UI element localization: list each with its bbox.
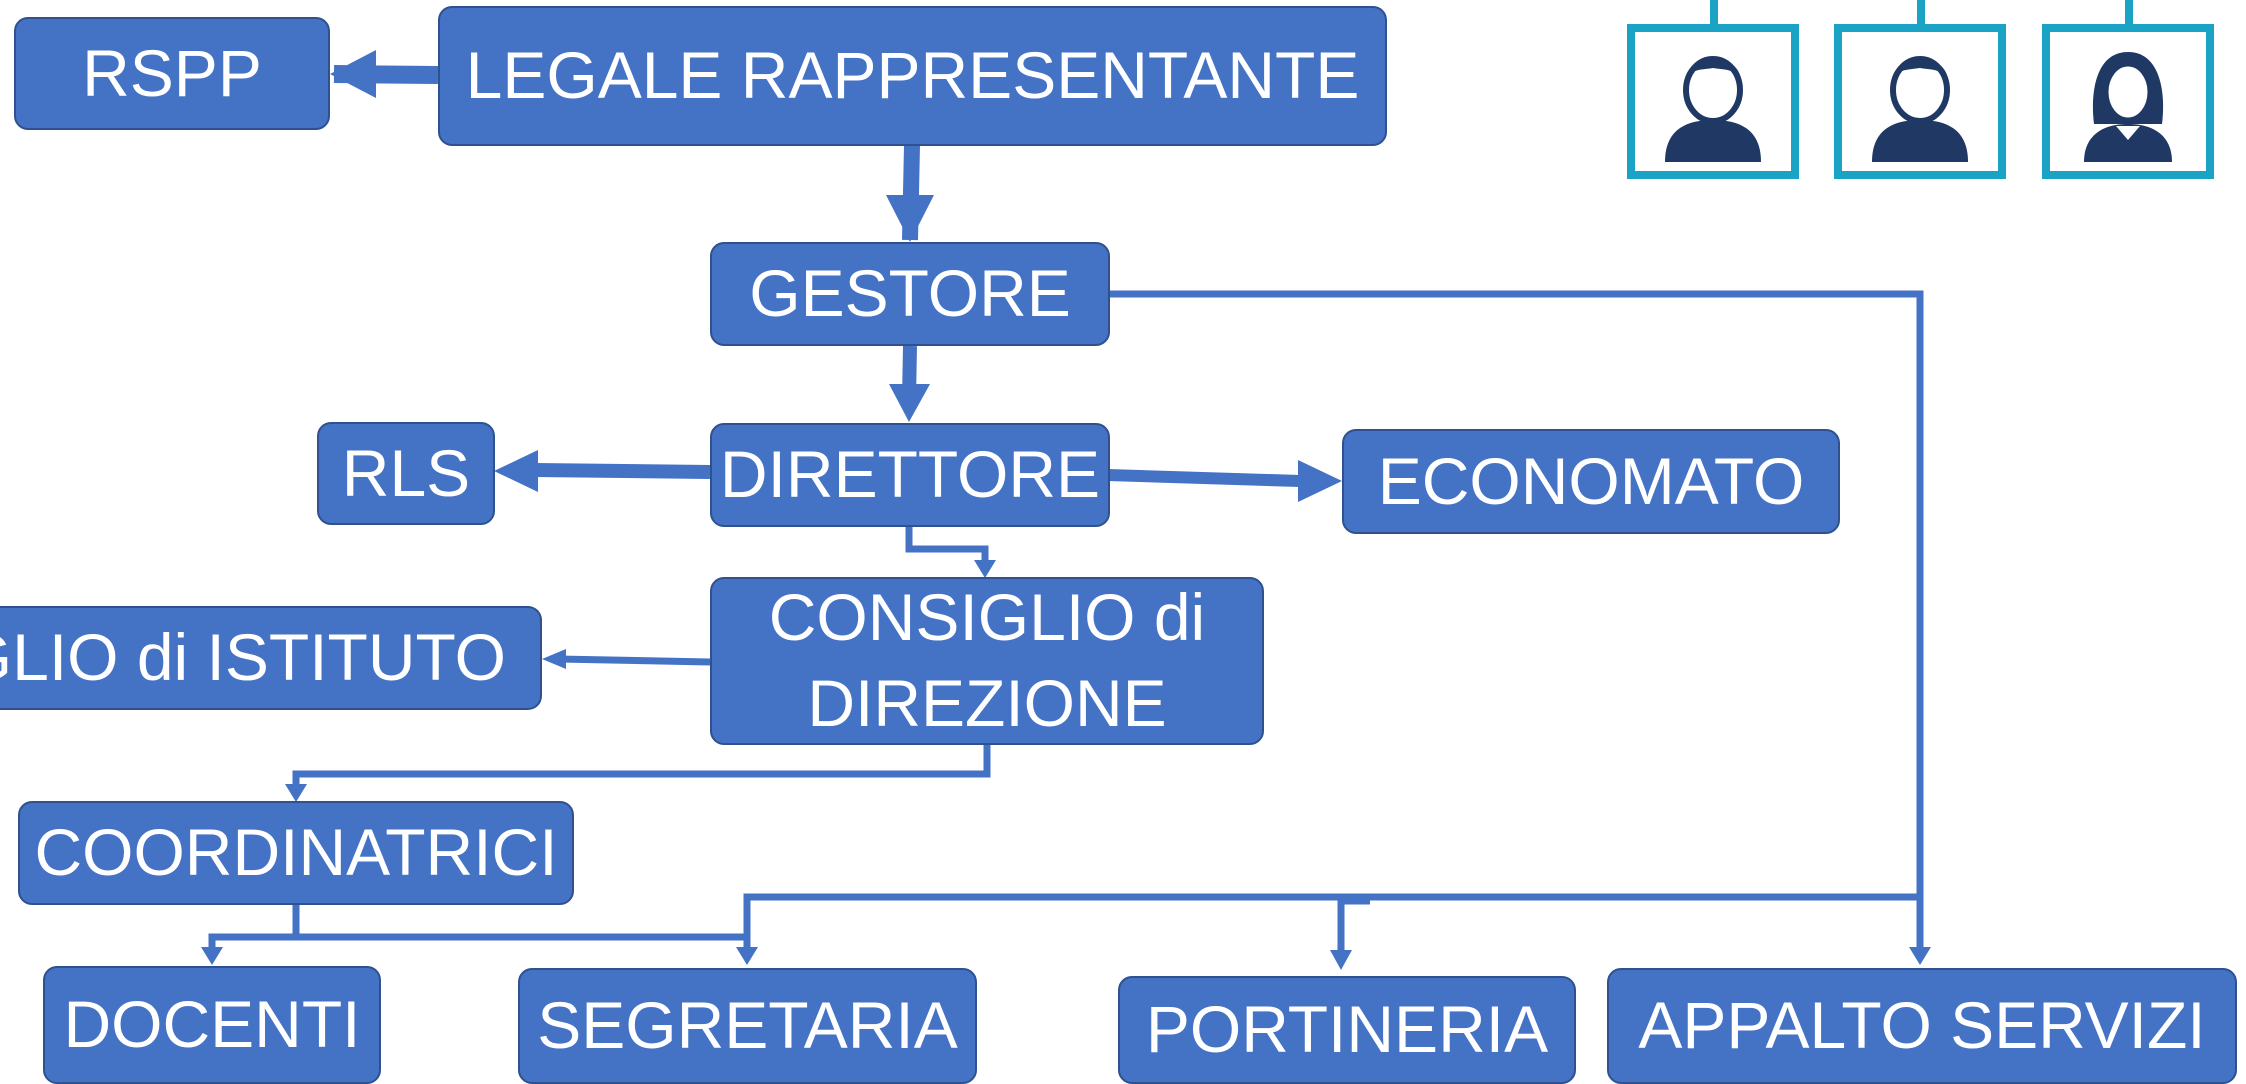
node-direttore: DIRETTORE (710, 423, 1110, 527)
connector-bus-to-portineria (1337, 897, 1370, 958)
node-economato-label: ECONOMATO (1377, 443, 1805, 518)
node-consiglio-direzione-line1: CONSIGLIO di (768, 580, 1206, 655)
node-direttore-label: DIRETTORE (719, 437, 1101, 512)
arrowhead-appalto (1909, 947, 1931, 965)
connector-gestore-to-appalto (1110, 290, 1924, 955)
connector-coordinatrici-to-docenti (208, 904, 300, 955)
node-legale-label: LEGALE RAPPRESENTANTE (465, 38, 1360, 113)
node-rspp: RSPP (14, 17, 330, 130)
node-segretaria: SEGRETARIA (518, 968, 977, 1084)
node-portineria: PORTINERIA (1118, 976, 1576, 1084)
arrow-direttore-to-rls (534, 463, 711, 479)
arrow-direttore-to-economato (1107, 469, 1301, 487)
frame-hanger-2 (1917, 0, 1925, 24)
arrowhead-docenti (201, 947, 223, 965)
frame-hanger-3 (2125, 0, 2133, 24)
node-coordinatrici: COORDINATRICI (18, 801, 574, 905)
connector-consiglio-direzione-to-istituto (557, 655, 711, 666)
arrowhead-legale-to-rspp (330, 50, 376, 98)
arrowhead-segretaria (736, 947, 758, 965)
node-appalto-servizi: APPALTO SERVIZI (1607, 968, 2237, 1084)
node-segretaria-label: SEGRETARIA (537, 988, 958, 1063)
male-avatar-icon (1665, 56, 1761, 162)
node-legale-rappresentante: LEGALE RAPPRESENTANTE (438, 6, 1387, 146)
node-portineria-label: PORTINERIA (1145, 992, 1549, 1067)
male-avatar-icon (1872, 56, 1968, 162)
node-consiglio-direzione-line2: DIREZIONE (807, 666, 1167, 740)
photo-frame-1 (1627, 24, 1799, 179)
node-consiglio-istituto-label: GLIO di ISTITUTO (0, 620, 506, 695)
arrowhead-direttore-to-economato (1298, 460, 1342, 502)
node-coordinatrici-label: COORDINATRICI (34, 815, 558, 890)
arrowhead-gestore-to-direttore (889, 384, 930, 422)
node-rls: RLS (317, 422, 495, 525)
connector-consiglio-direzione-to-coordinatrici (292, 744, 991, 792)
arrowhead-consiglio-direzione (974, 560, 996, 578)
node-docenti-label: DOCENTI (63, 987, 361, 1062)
node-consiglio-direzione: CONSIGLIO di DIREZIONE (710, 577, 1264, 745)
female-avatar-icon (2084, 52, 2172, 162)
arrowhead-legale-to-gestore (886, 195, 934, 242)
connector-coordinatrici-to-segretaria (296, 933, 751, 955)
arrowhead-direttore-to-rls (494, 450, 538, 492)
arrowhead-consiglio-istituto (542, 649, 566, 669)
node-gestore-label: GESTORE (749, 256, 1071, 331)
node-appalto-label: APPALTO SERVIZI (1638, 988, 2206, 1063)
node-gestore: GESTORE (710, 242, 1110, 346)
connector-bus-to-segretaria (743, 893, 1920, 937)
arrowhead-portineria (1330, 950, 1352, 970)
node-economato: ECONOMATO (1342, 429, 1840, 534)
node-rspp-label: RSPP (82, 35, 262, 110)
node-rls-label: RLS (341, 435, 471, 510)
node-consiglio-istituto: GLIO di ISTITUTO (0, 606, 542, 710)
photo-frame-2 (1834, 24, 2006, 179)
arrowhead-coordinatrici (285, 784, 307, 802)
photo-frame-3 (2042, 24, 2214, 179)
connector-direttore-to-consiglio-direzione (905, 526, 989, 570)
node-docenti: DOCENTI (43, 966, 381, 1084)
frame-hanger-1 (1710, 0, 1718, 24)
